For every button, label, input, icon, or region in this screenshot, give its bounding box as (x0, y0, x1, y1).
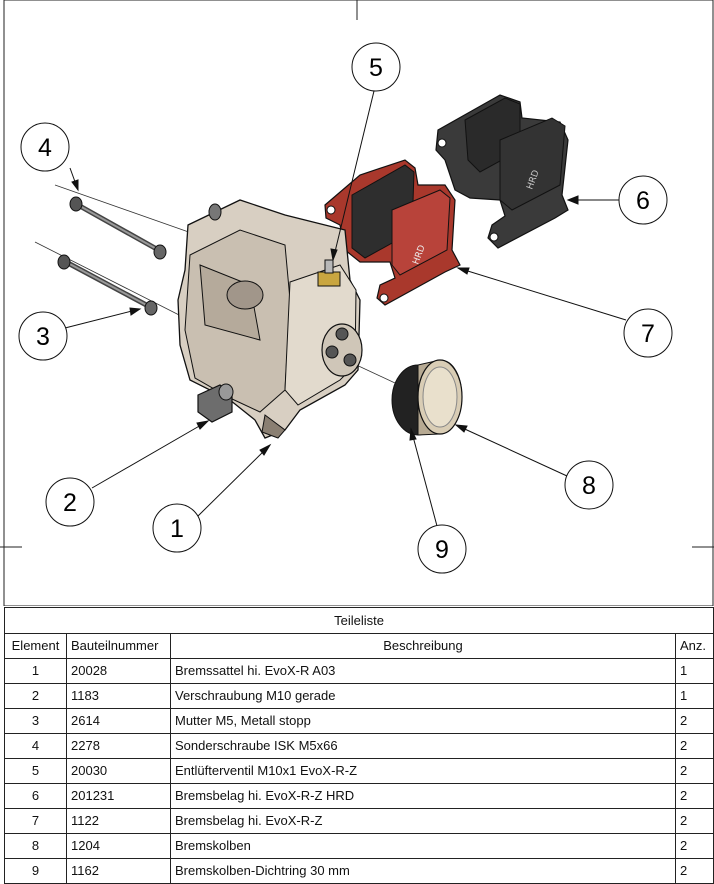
piston-with-seal (391, 359, 463, 436)
cell-element: 8 (4, 833, 67, 859)
cell-part-number: 20030 (66, 758, 171, 784)
callout-4: 4 (20, 122, 70, 172)
cell-description: Bremsbelag hi. EvoX-R-Z (170, 808, 676, 834)
fitting (197, 383, 234, 423)
cell-description: Bremskolben-Dichtring 30 mm (170, 858, 676, 884)
brake-pad-red: HRD (324, 159, 461, 306)
svg-text:4: 4 (38, 134, 52, 162)
cell-part-number: 1183 (66, 683, 171, 709)
callout-6: 6 (618, 175, 668, 225)
cell-element: 7 (4, 808, 67, 834)
cell-description: Verschraubung M10 gerade (170, 683, 676, 709)
cell-part-number: 2614 (66, 708, 171, 734)
brake-caliper-body (177, 199, 363, 439)
cell-quantity: 2 (674, 708, 714, 734)
header-quantity: Anz. (674, 633, 714, 659)
cell-quantity: 2 (674, 808, 714, 834)
callout-3: 3 (18, 311, 68, 361)
svg-text:6: 6 (636, 187, 650, 215)
cell-quantity: 2 (674, 758, 714, 784)
callout-8: 8 (564, 460, 614, 510)
cell-description: Bremssattel hi. EvoX-R A03 (170, 658, 676, 684)
frame-border (3, 0, 714, 606)
cell-element: 3 (4, 708, 67, 734)
table-title-row: Teileliste (3, 607, 714, 634)
svg-text:7: 7 (641, 320, 655, 348)
cell-quantity: 1 (674, 658, 714, 684)
cell-description: Entlüfterventil M10x1 EvoX-R-Z (170, 758, 676, 784)
cell-part-number: 1204 (66, 833, 171, 859)
svg-text:3: 3 (36, 323, 50, 351)
callout-5: 5 (351, 42, 401, 92)
cell-part-number: 1122 (66, 808, 171, 834)
brake-pad-hrd: HRD (435, 94, 569, 249)
special-screw-lower (57, 254, 158, 316)
header-part-number: Bauteilnummer (66, 633, 171, 659)
cell-description: Bremsbelag hi. EvoX-R-Z HRD (170, 783, 676, 809)
cell-part-number: 20028 (66, 658, 171, 684)
parts-list-table: Teileliste Element Bauteilnummer Beschre… (3, 607, 714, 884)
callout-1: 1 (152, 503, 202, 553)
cell-quantity: 2 (674, 858, 714, 884)
cell-quantity: 2 (674, 783, 714, 809)
table-header-row: Element Bauteilnummer Beschreibung Anz. (4, 633, 714, 659)
cell-part-number: 201231 (66, 783, 171, 809)
callout-9: 9 (417, 524, 467, 574)
cell-element: 9 (4, 858, 67, 884)
cell-quantity: 2 (674, 733, 714, 759)
header-description: Beschreibung (170, 633, 676, 659)
header-element: Element (4, 633, 67, 659)
cell-element: 6 (4, 783, 67, 809)
cell-description: Bremskolben (170, 833, 676, 859)
cell-description: Mutter M5, Metall stopp (170, 708, 676, 734)
callout-2: 2 (45, 477, 95, 527)
svg-text:9: 9 (435, 536, 449, 564)
svg-text:5: 5 (369, 54, 383, 82)
table-title: Teileliste (3, 607, 714, 634)
callout-7: 7 (623, 308, 673, 358)
svg-text:1: 1 (170, 515, 184, 543)
svg-text:2: 2 (63, 489, 77, 517)
leader-lines (64, 90, 627, 527)
cell-element: 1 (4, 658, 67, 684)
cell-description: Sonderschraube ISK M5x66 (170, 733, 676, 759)
cell-part-number: 2278 (66, 733, 171, 759)
cell-quantity: 2 (674, 833, 714, 859)
cell-quantity: 1 (674, 683, 714, 709)
cell-element: 4 (4, 733, 67, 759)
special-screw-upper (69, 196, 167, 260)
svg-text:8: 8 (582, 472, 596, 500)
cell-element: 5 (4, 758, 67, 784)
cell-part-number: 1162 (66, 858, 171, 884)
exploded-view-drawing: HRD HRD (0, 0, 714, 606)
cell-element: 2 (4, 683, 67, 709)
bleed-valve (317, 259, 341, 287)
